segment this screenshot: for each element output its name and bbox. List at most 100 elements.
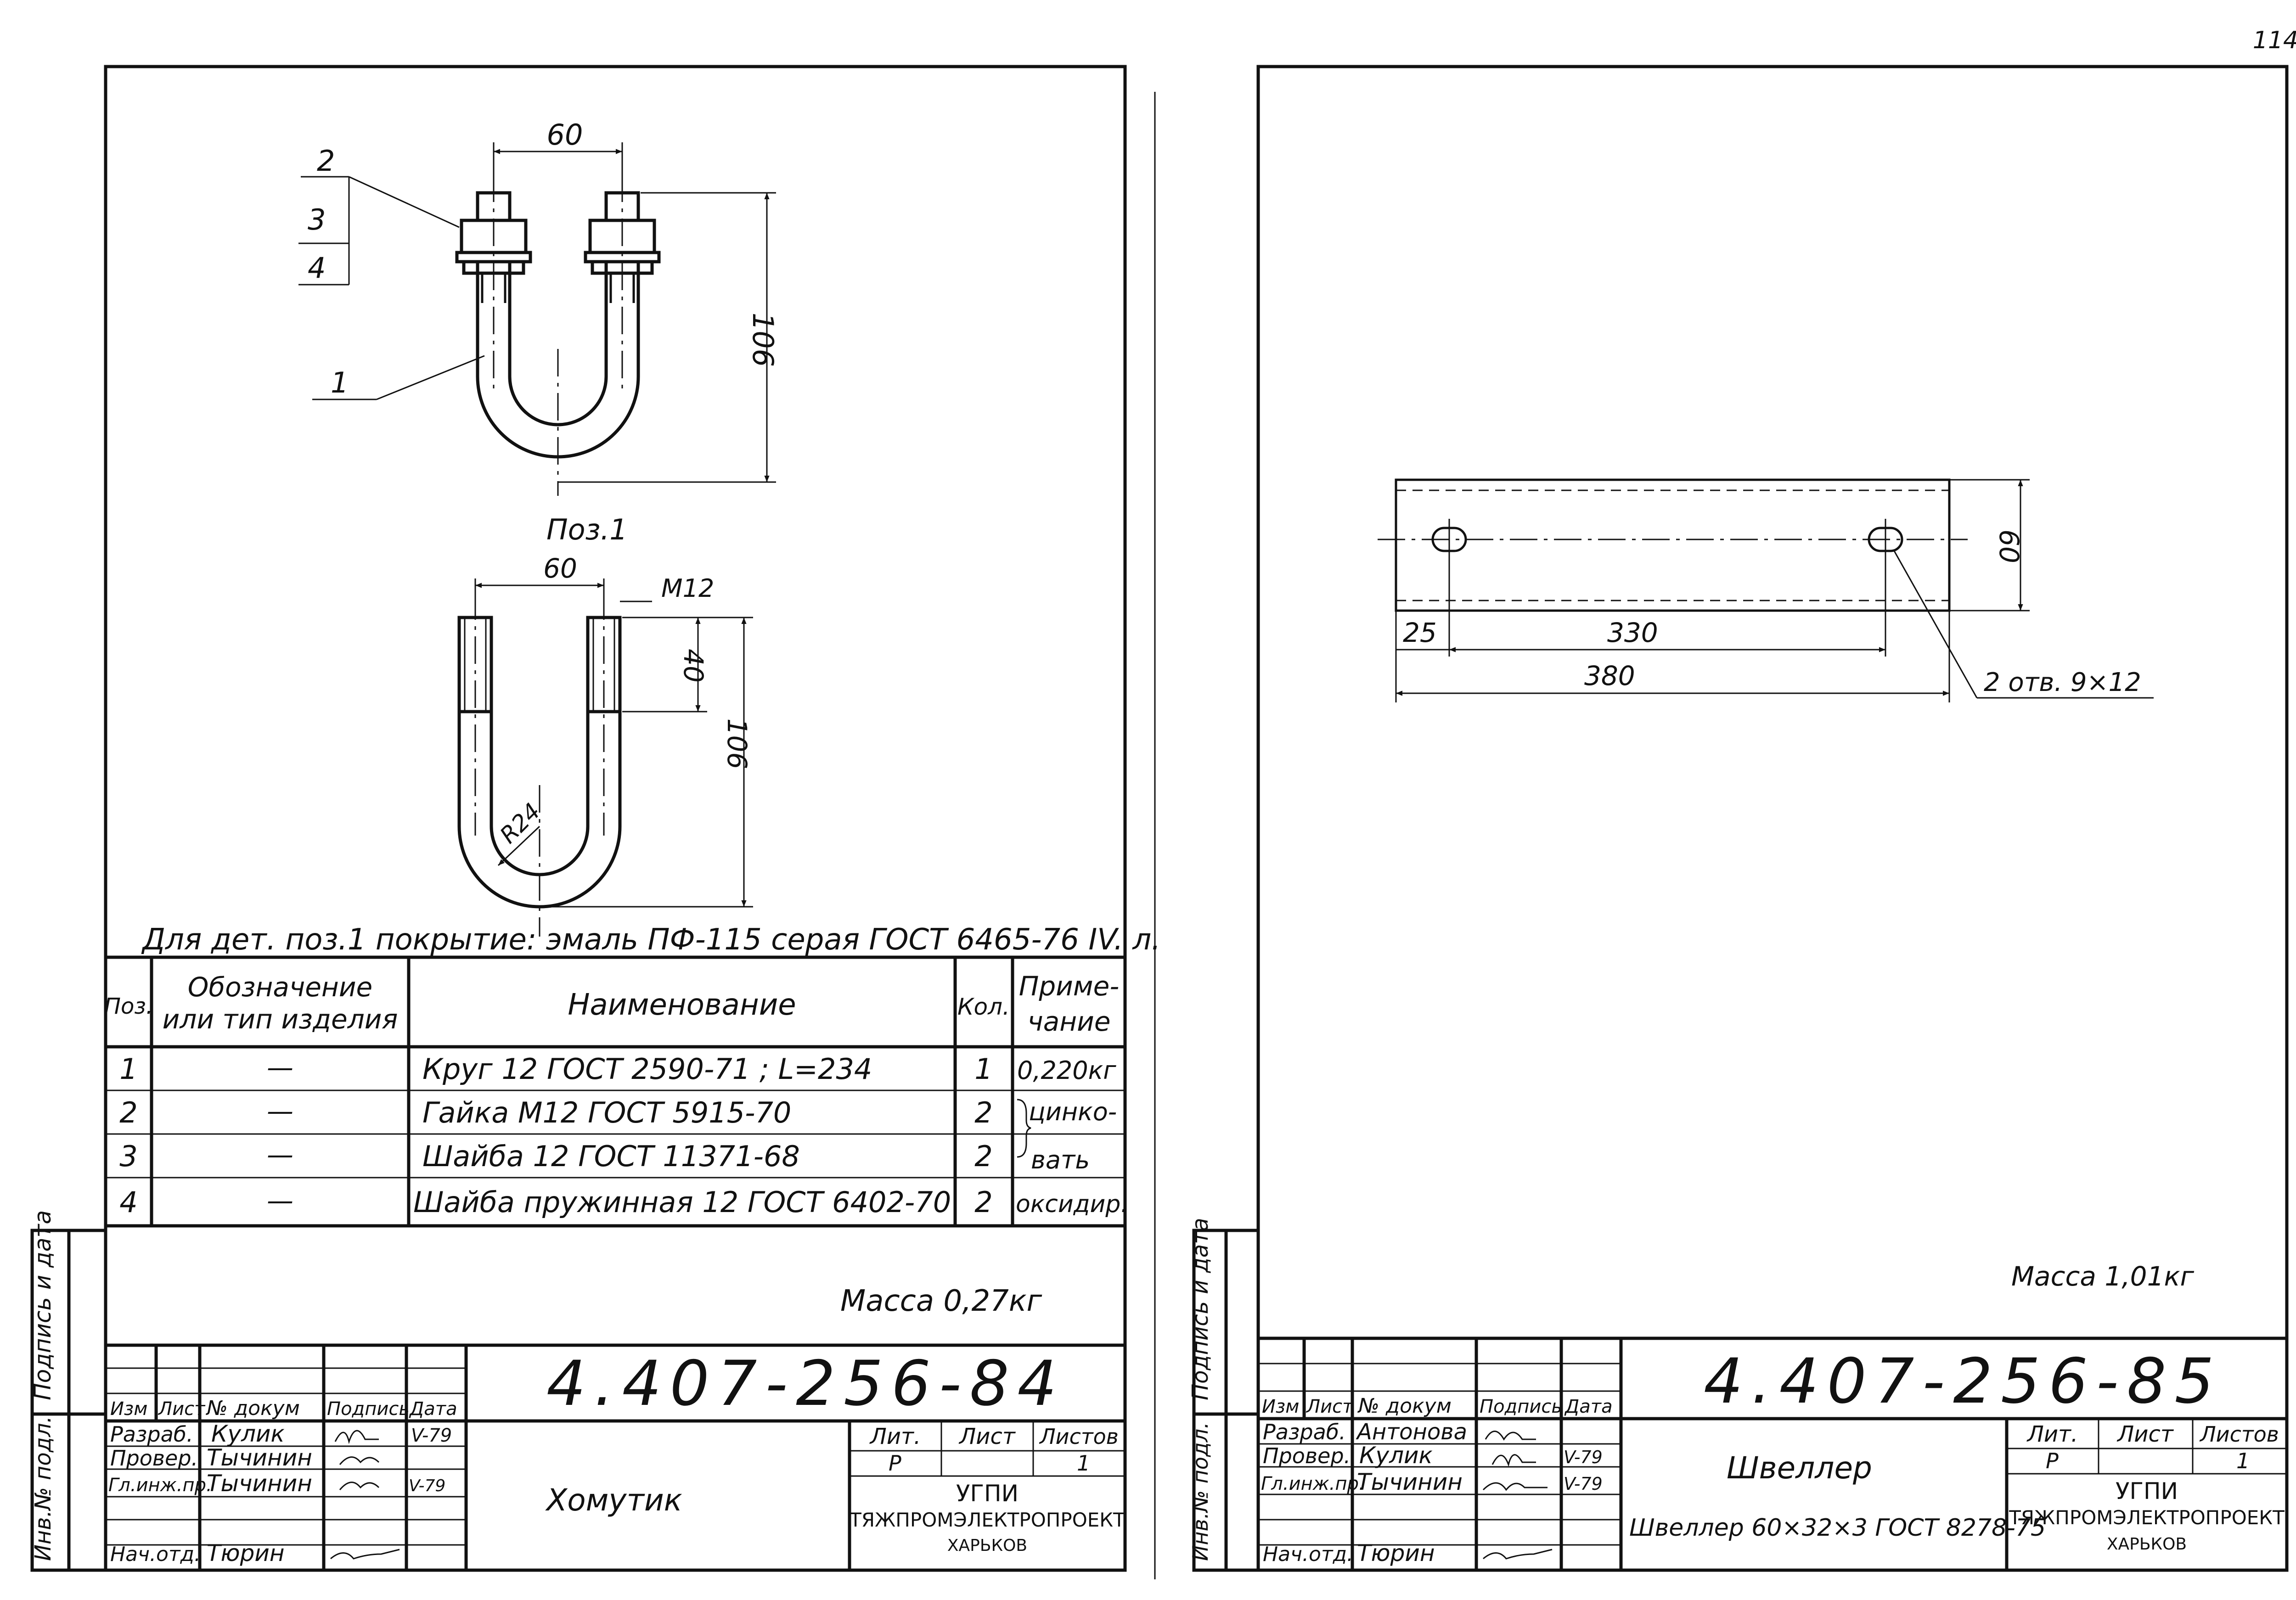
row-2-pos: 2: [119, 1096, 137, 1129]
right-lit-label: Лит.: [2026, 1421, 2078, 1447]
left-role-2: Провер.: [110, 1446, 198, 1471]
left-name-1: Кулик: [211, 1420, 285, 1447]
u-bolt-assembly-view: 60 106: [455, 118, 780, 496]
left-side-inv: Инв.№ подл.: [30, 1416, 56, 1561]
left-lit-value: Р: [889, 1451, 901, 1476]
row-3-name: Шайба 12 ГОСТ 11371-68: [422, 1140, 800, 1173]
right-frame: [1256, 65, 2289, 1572]
right-side-sign: Подпись и дата: [1187, 1218, 1213, 1400]
right-th-list: Лист: [1306, 1396, 1354, 1417]
left-lit-label: Лит.: [869, 1424, 921, 1449]
left-th-doc: № докум: [205, 1397, 300, 1420]
left-frame: [104, 65, 1127, 1572]
left-org-2: ТЯЖПРОМЭЛЕКТРОПРОЕКТ: [849, 1509, 1125, 1531]
left-doc-number: 4.407-256-84: [546, 1347, 1065, 1420]
dim-thread-size: M12: [661, 574, 714, 603]
specification-table: Поз. Обозначение или тип изделия Наимено…: [104, 955, 1128, 1228]
left-title-block: 4.407-256-84 Изм Лист № докум Подпись Да…: [106, 1343, 1125, 1570]
callout-1: 1: [331, 366, 349, 399]
right-org-2: ТЯЖПРОМЭЛЕКТРОПРОЕКТ: [2009, 1506, 2285, 1529]
left-date-3: V-79: [409, 1476, 445, 1495]
spec-header-designation: Обозначение: [188, 971, 372, 1003]
spec-header-pos: Поз.: [104, 994, 153, 1019]
dim-bend-radius: R24: [495, 798, 546, 849]
left-date-1: V-79: [411, 1425, 452, 1446]
right-side-strip: Подпись и дата Инв.№ подл.: [1187, 1218, 1260, 1572]
dim-detail-height: 106: [721, 719, 753, 769]
dim-assembly-width: 60: [547, 118, 583, 152]
dim-slot-spacing: 330: [1607, 617, 1658, 648]
left-item-name: Хомутик: [545, 1482, 682, 1518]
detail-title: Поз.1: [546, 513, 628, 546]
left-name-4: Тюрин: [207, 1540, 285, 1566]
table-row: 1 — Круг 12 ГОСТ 2590-71 ; L=234 1 0,220…: [119, 1052, 1116, 1086]
row-4-qty: 2: [974, 1185, 992, 1219]
left-mass: Масса 0,27кг: [840, 1284, 1042, 1318]
right-th-doc: № докум: [1357, 1394, 1452, 1418]
row-1-name: Круг 12 ГОСТ 2590-71 ; L=234: [422, 1052, 872, 1086]
right-th-date: Дата: [1564, 1396, 1613, 1417]
right-signatures: [1482, 1431, 1553, 1560]
dim-thread-length: 40: [678, 649, 709, 683]
right-date-3: V-79: [1564, 1474, 1603, 1494]
page-number: 114: [2253, 27, 2296, 54]
table-row: 2 — Гайка М12 ГОСТ 5915-70 2 цинко-: [119, 1095, 1117, 1129]
row-2-designation: —: [267, 1095, 293, 1127]
row-3-designation: —: [267, 1139, 293, 1170]
left-th-date: Дата: [409, 1398, 457, 1420]
left-name-2: Тычинин: [207, 1444, 312, 1471]
row-1-designation: —: [267, 1052, 293, 1083]
left-signatures: [330, 1430, 400, 1560]
channel-view: 60 25 330 380 2 отв. 9×12: [1378, 478, 2154, 702]
callout-2: 2: [317, 144, 335, 178]
row-3-pos: 3: [119, 1140, 137, 1173]
row-1-qty: 1: [974, 1052, 992, 1086]
table-row: 3 — Шайба 12 ГОСТ 11371-68 2 вать: [119, 1139, 1090, 1174]
left-sheet: 60 106 2 3 4 1 Поз.1: [29, 65, 1161, 1572]
right-item-spec: Швеллер 60×32×3 ГОСТ 8278-75: [1629, 1514, 2046, 1542]
row-2-note: цинко-: [1029, 1097, 1117, 1126]
right-name-1: Антонова: [1356, 1419, 1467, 1445]
dim-assembly-height: 106: [746, 313, 780, 367]
dim-channel-height: 60: [1993, 529, 2025, 563]
table-row: 4 — Шайба пружинная 12 ГОСТ 6402-70 2 ок…: [119, 1185, 1128, 1219]
right-role-4: Нач.отд.: [1263, 1543, 1353, 1566]
right-sheets-label: Листов: [2199, 1422, 2279, 1447]
right-title-block: 4.407-256-85 Изм Лист № докум Подпись Да…: [1258, 1336, 2287, 1570]
left-role-3: Гл.инж.пр.: [108, 1475, 212, 1496]
left-sheets-value: 1: [1077, 1451, 1090, 1476]
right-th-sign: Подпись: [1480, 1396, 1562, 1417]
right-date-2: V-79: [1564, 1447, 1603, 1467]
u-bolt-detail-view: 60 M12 40 106 R24: [457, 553, 753, 937]
left-role-1: Разраб.: [110, 1422, 193, 1447]
holes-note: 2 отв. 9×12: [1984, 668, 2141, 697]
row-4-designation: —: [267, 1185, 293, 1216]
right-mass: Масса 1,01кг: [2011, 1261, 2195, 1292]
spec-header-name: Наименование: [568, 988, 796, 1022]
dim-edge-offset: 25: [1403, 617, 1437, 648]
right-sheets-value: 1: [2236, 1448, 2250, 1473]
callout-4: 4: [308, 251, 326, 285]
callout-3: 3: [308, 203, 326, 236]
spec-header-note: Приме-: [1019, 971, 1120, 1002]
left-sheets-label: Листов: [1039, 1424, 1119, 1449]
right-name-4: Тюрин: [1357, 1540, 1435, 1566]
dim-detail-width: 60: [543, 553, 577, 584]
row-1-pos: 1: [119, 1052, 137, 1086]
right-role-2: Провер.: [1263, 1443, 1351, 1468]
right-lit-value: Р: [2046, 1448, 2059, 1473]
left-th-sign: Подпись: [327, 1398, 410, 1420]
left-role-4: Нач.отд.: [110, 1543, 201, 1566]
left-th-list: Лист: [158, 1398, 206, 1420]
row-3-note: вать: [1031, 1145, 1090, 1174]
row-2-name: Гайка М12 ГОСТ 5915-70: [422, 1096, 791, 1129]
spec-header-designation-2: или тип изделия: [163, 1004, 398, 1035]
left-th-izm: Изм: [110, 1398, 147, 1420]
callouts: 2 3 4 1: [298, 144, 485, 400]
row-1-note: 0,220кг: [1017, 1056, 1116, 1085]
dim-channel-length: 380: [1584, 660, 1635, 691]
row-2-qty: 2: [974, 1096, 992, 1129]
coating-note: Для дет. поз.1 покрытие: эмаль ПФ-115 се…: [141, 923, 1161, 957]
left-side-strip: Подпись и дата Инв.№ подл.: [29, 1210, 107, 1572]
